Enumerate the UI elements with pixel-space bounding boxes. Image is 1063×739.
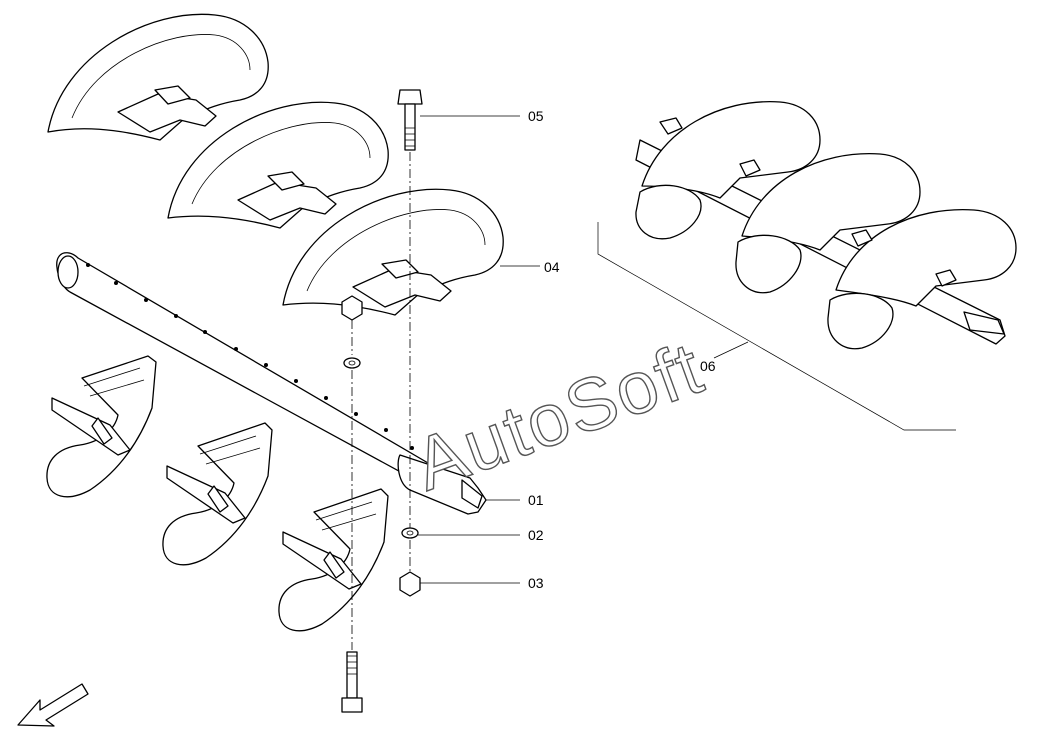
assembled-auger xyxy=(635,101,1017,350)
callout-03: 03 xyxy=(528,575,544,591)
bolt-upper xyxy=(397,89,423,151)
nut-upper xyxy=(341,295,363,321)
upper-flight-segment-1 xyxy=(47,13,269,141)
bolt-lower xyxy=(341,651,363,713)
callout-04: 04 xyxy=(544,259,560,275)
washer-upper xyxy=(343,357,361,369)
upper-flight-segment-3 xyxy=(282,188,504,316)
nut-03 xyxy=(399,571,421,597)
callout-05: 05 xyxy=(528,108,544,124)
callout-01: 01 xyxy=(528,492,544,508)
callout-06: 06 xyxy=(700,358,716,374)
watermark: AutoSoft xyxy=(404,326,714,507)
washer-02 xyxy=(401,527,419,539)
bracket-06 xyxy=(597,222,956,431)
auger-shaft xyxy=(56,252,487,515)
upper-flight-segment-2 xyxy=(167,101,389,229)
lower-flight-segment-2 xyxy=(162,422,273,566)
arrow-down-left-icon xyxy=(17,683,89,727)
leader-06 xyxy=(713,341,749,359)
lower-flight-segment-3 xyxy=(278,488,389,632)
lower-flight-segment-1 xyxy=(46,355,157,498)
callout-02: 02 xyxy=(528,527,544,543)
